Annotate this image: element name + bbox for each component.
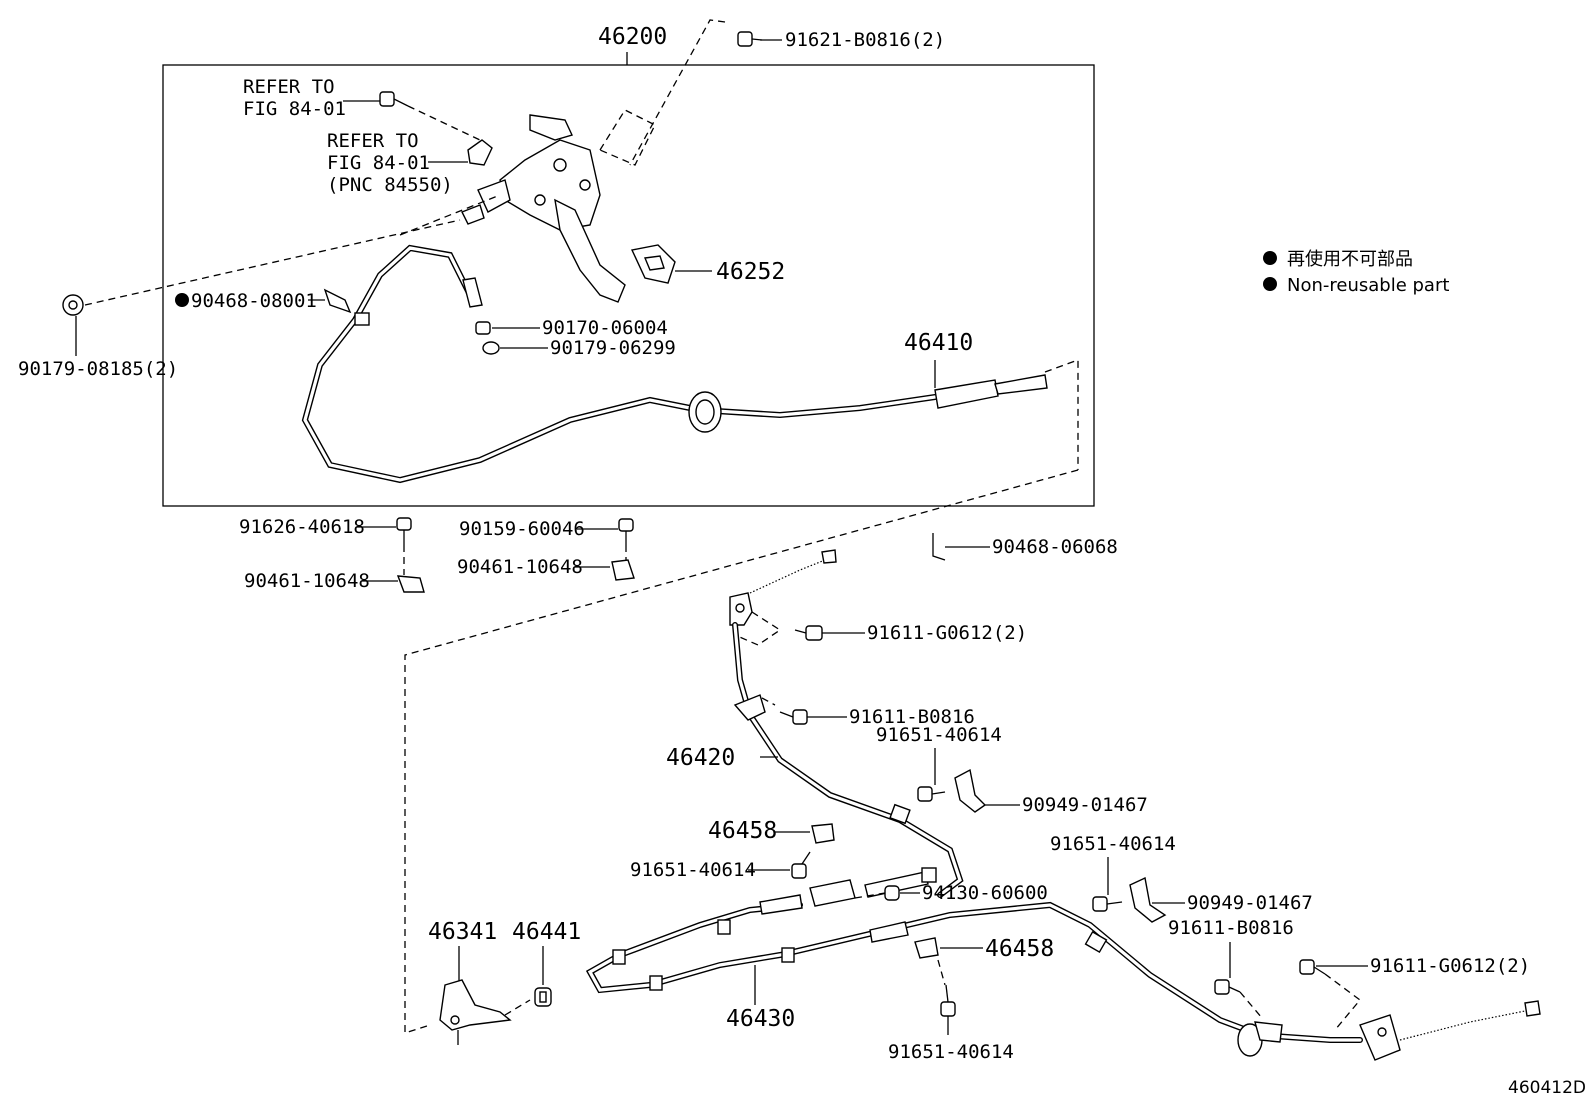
- part-number-90461-10648-b[interactable]: 90461-10648: [457, 556, 583, 578]
- part-number-46420[interactable]: 46420: [666, 745, 735, 771]
- nut-icon: [475, 321, 491, 335]
- bracket-icon: [954, 768, 987, 813]
- clip-icon: [323, 288, 352, 314]
- legend-jp-label: 再使用不可部品: [1287, 249, 1413, 270]
- part-number-91611-G0612-b[interactable]: 91611-G0612(2): [1370, 955, 1530, 977]
- cable-clip-icon: [811, 823, 835, 844]
- legend: 再使用不可部品 Non-reusable part: [1263, 249, 1449, 296]
- part-number-94130-60600[interactable]: 94130-60600: [922, 882, 1048, 904]
- grommet-icon: [534, 987, 552, 1007]
- non-reusable-marker: [175, 293, 189, 307]
- part-number-90179-06299[interactable]: 90179-06299: [550, 337, 676, 359]
- front-cable-46410-icon: [301, 244, 1048, 484]
- part-number-46430[interactable]: 46430: [726, 1006, 795, 1032]
- part-number-90159-60046[interactable]: 90159-60046: [459, 518, 585, 540]
- refer-note-2-line2[interactable]: FIG 84-01: [327, 152, 430, 174]
- refer-note-2-line1: REFER TO: [327, 130, 419, 152]
- part-number-46458-b[interactable]: 46458: [985, 936, 1054, 962]
- bracket-icon: [1129, 876, 1167, 923]
- rear-cable-46420-icon: [732, 622, 964, 898]
- rear-bracket-icon: [1359, 1000, 1541, 1061]
- bolt-icon: [1299, 959, 1326, 975]
- clamp-icon: [396, 575, 425, 593]
- bolt-icon: [396, 517, 412, 545]
- part-number-91651-40614-c[interactable]: 91651-40614: [1050, 833, 1176, 855]
- rear-cable-46430-icon: [585, 894, 1363, 1057]
- bolt-icon: [618, 518, 634, 545]
- refer-note-1-line2[interactable]: FIG 84-01: [243, 98, 346, 120]
- clip-icon: [932, 533, 946, 561]
- part-number-90949-01467-a[interactable]: 90949-01467: [1022, 794, 1148, 816]
- part-number-91651-40614-a[interactable]: 91651-40614: [876, 724, 1002, 746]
- part-number-91611-G0612-a[interactable]: 91611-G0612(2): [867, 622, 1027, 644]
- bolt-icon: [379, 91, 409, 107]
- part-number-91611-B0816-b[interactable]: 91611-B0816: [1168, 917, 1294, 939]
- legend-marker-icon: [1263, 277, 1277, 291]
- part-number-90170-06004[interactable]: 90170-06004: [542, 317, 668, 339]
- figure-code: 460412D: [1508, 1078, 1586, 1098]
- legend-marker-icon: [1263, 251, 1277, 265]
- bracket-icon: [467, 139, 493, 166]
- part-number-91651-40614-d[interactable]: 91651-40614: [888, 1041, 1014, 1063]
- pedal-pad-icon: [630, 244, 676, 284]
- part-number-46410[interactable]: 46410: [904, 330, 973, 356]
- bolt-icon: [1214, 979, 1241, 995]
- legend-en-label: Non-reusable part: [1287, 275, 1449, 296]
- nut-icon: [62, 294, 84, 316]
- washer-icon: [482, 341, 500, 355]
- assembly-frame-46200: [162, 64, 1095, 507]
- part-number-91626-40618[interactable]: 91626-40618: [239, 516, 365, 538]
- part-number-91651-40614-b[interactable]: 91651-40614: [630, 859, 756, 881]
- intermediate-lever-icon: [729, 549, 837, 626]
- part-number-46441[interactable]: 46441: [512, 919, 581, 945]
- parking-brake-pedal-icon: [461, 114, 626, 303]
- bolt-icon: [791, 851, 811, 879]
- part-number-46252[interactable]: 46252: [716, 259, 785, 285]
- bolt-icon: [940, 984, 956, 1017]
- part-number-90949-01467-b[interactable]: 90949-01467: [1187, 892, 1313, 914]
- part-number-46341[interactable]: 46341: [428, 919, 497, 945]
- part-number-91621-B0816[interactable]: 91621-B0816(2): [785, 29, 945, 51]
- bolt-icon: [779, 709, 808, 725]
- part-number-90461-10648-a[interactable]: 90461-10648: [244, 570, 370, 592]
- bolt-icon: [794, 625, 823, 641]
- bolt-icon: [917, 786, 946, 802]
- bolt-icon: [737, 31, 763, 47]
- refer-note-2-line3: (PNC 84550): [327, 174, 453, 196]
- part-number-90179-08185[interactable]: 90179-08185(2): [18, 358, 178, 380]
- bolt-icon: [1092, 896, 1123, 912]
- part-number-46200[interactable]: 46200: [598, 24, 667, 50]
- cable-clip-icon: [914, 937, 939, 959]
- cable-bracket-icon: [439, 979, 512, 1045]
- part-number-90468-06068[interactable]: 90468-06068: [992, 536, 1118, 558]
- refer-note-1-line1: REFER TO: [243, 76, 335, 98]
- part-number-46458-a[interactable]: 46458: [708, 818, 777, 844]
- clamp-icon: [611, 559, 635, 581]
- part-number-90468-08001[interactable]: 90468-08001: [191, 290, 317, 312]
- part-number-91611-B0816-a[interactable]: 91611-B0816: [849, 706, 975, 728]
